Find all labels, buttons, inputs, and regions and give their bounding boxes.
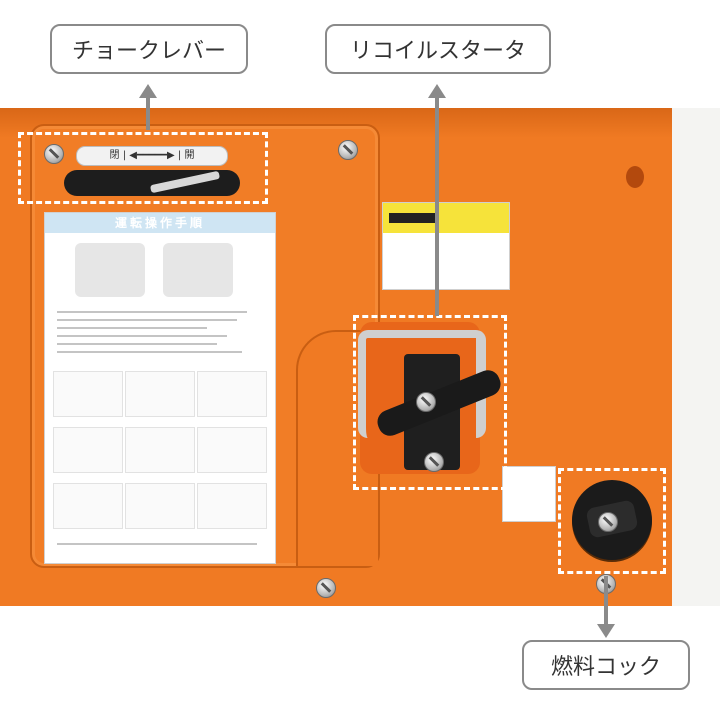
fuel-cock-sticker bbox=[502, 466, 556, 522]
manual-text-line bbox=[57, 319, 237, 321]
background-wall bbox=[672, 108, 720, 606]
recoil-highlight-box bbox=[353, 315, 507, 490]
arrow-up-icon bbox=[428, 84, 446, 98]
choke-highlight-box bbox=[18, 132, 268, 204]
manual-text-line bbox=[57, 335, 227, 337]
generator-diagram-icon bbox=[75, 243, 145, 297]
manual-step-box bbox=[125, 483, 195, 529]
screw-icon bbox=[316, 578, 336, 598]
manual-text-line bbox=[57, 343, 217, 345]
manual-text-line bbox=[57, 351, 242, 353]
manual-title: 運転操作手順 bbox=[45, 213, 275, 233]
vent-hole bbox=[626, 166, 644, 188]
manual-text-line bbox=[57, 311, 247, 313]
manual-step-box bbox=[53, 483, 123, 529]
manual-step-box bbox=[53, 427, 123, 473]
generator-diagram-icon bbox=[163, 243, 233, 297]
manual-step-box bbox=[197, 427, 267, 473]
warning-bar bbox=[389, 213, 439, 223]
arrow-line bbox=[435, 96, 439, 316]
screw-icon bbox=[44, 144, 64, 164]
screw-icon bbox=[424, 452, 444, 472]
manual-step-box bbox=[197, 483, 267, 529]
fuel-highlight-box bbox=[558, 468, 666, 574]
manual-step-box bbox=[197, 371, 267, 417]
operation-manual-sticker: 運転操作手順 bbox=[44, 212, 276, 564]
screw-icon bbox=[598, 512, 618, 532]
arrow-up-icon bbox=[139, 84, 157, 98]
manual-step-box bbox=[53, 371, 123, 417]
manual-text-line bbox=[57, 543, 257, 545]
recoil-warning-sticker bbox=[382, 202, 510, 290]
manual-text-line bbox=[57, 327, 207, 329]
screw-icon bbox=[416, 392, 436, 412]
recoil-starter-callout: リコイルスタータ bbox=[325, 24, 551, 74]
arrow-down-icon bbox=[597, 624, 615, 638]
choke-direction-label: 閉 | ◀━━━━━▶ | 開 bbox=[76, 146, 228, 166]
arrow-line bbox=[146, 96, 150, 130]
screw-icon bbox=[338, 140, 358, 160]
arrow-line bbox=[604, 576, 608, 626]
fuel-cock-callout: 燃料コック bbox=[522, 640, 690, 690]
choke-lever-callout: チョークレバー bbox=[50, 24, 248, 74]
manual-step-box bbox=[125, 371, 195, 417]
manual-step-box bbox=[125, 427, 195, 473]
